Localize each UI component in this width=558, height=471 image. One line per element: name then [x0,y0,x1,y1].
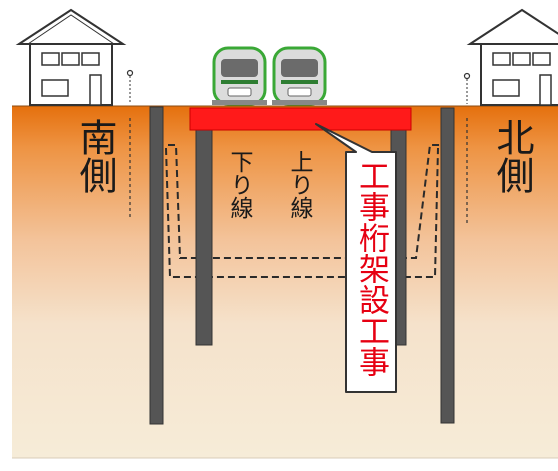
train-icon [272,46,327,106]
north-side-label: 北側 [490,118,534,194]
callout-text: 工事桁架設工事 [353,160,389,377]
train-icon [212,46,267,106]
pile [195,119,213,346]
down-line-label: 下り線 [226,150,252,219]
ground-soil [12,106,558,458]
survey-marker-icon [126,69,134,220]
house-icon [15,8,127,106]
pile [149,106,164,425]
excavation-outline [168,144,440,259]
south-side-label: 南側 [73,118,117,194]
house-icon [466,8,558,106]
bridge-girder [189,107,412,131]
survey-marker-icon [463,72,471,225]
callout-box [315,123,397,393]
up-line-label: 上り線 [286,150,312,219]
pile [440,107,455,424]
